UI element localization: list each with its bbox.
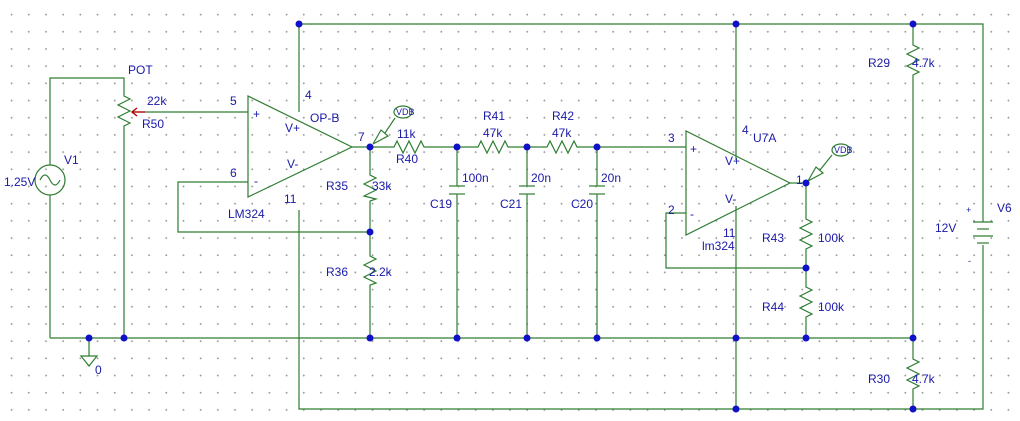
svg-text:V+: V+	[285, 121, 300, 135]
capacitor-c21: 20n C21	[500, 171, 551, 211]
svg-text:0: 0	[95, 363, 102, 377]
svg-text:33k: 33k	[372, 179, 392, 193]
svg-text:R40: R40	[396, 152, 418, 166]
resistor-r36: R36 2.2k	[326, 253, 393, 286]
svg-text:VDB: VDB	[834, 145, 853, 155]
resistor-r35: R35 33k	[326, 172, 392, 202]
svg-text:R42: R42	[552, 109, 574, 123]
svg-text:C19: C19	[430, 197, 452, 211]
svg-text:2: 2	[668, 203, 675, 217]
svg-text:6: 6	[230, 166, 237, 180]
svg-text:R30: R30	[868, 372, 890, 386]
resistor-r30: R30 4.7k	[868, 356, 936, 392]
svg-text:R29: R29	[868, 56, 890, 70]
svg-text:R35: R35	[326, 179, 348, 193]
resistor-r42: R42 47k	[543, 109, 580, 155]
junction-dots	[85, 20, 917, 413]
svg-text:20n: 20n	[601, 171, 621, 185]
svg-text:3: 3	[668, 131, 675, 145]
svg-text:4.7k: 4.7k	[912, 372, 936, 386]
resistor-r40: 11k R40	[390, 127, 428, 166]
voltage-source-v1: V1 1.25V	[4, 153, 79, 196]
svg-text:R50: R50	[142, 117, 164, 131]
svg-text:100k: 100k	[818, 231, 845, 245]
svg-text:47k: 47k	[552, 126, 572, 140]
svg-text:100k: 100k	[818, 300, 845, 314]
resistor-r29: R29 4.7k	[868, 42, 936, 78]
capacitor-c19: 100n C19	[430, 171, 489, 211]
svg-text:C21: C21	[500, 197, 522, 211]
svg-text:V+: V+	[725, 154, 740, 168]
potentiometer-r50: POT 22k R50	[116, 63, 167, 131]
svg-text:R44: R44	[762, 300, 784, 314]
svg-text:11: 11	[284, 192, 297, 206]
svg-text:22k: 22k	[147, 94, 167, 108]
svg-text:V-: V-	[725, 192, 736, 206]
resistor-r43: R43 100k	[762, 216, 845, 250]
wires	[49, 23, 984, 410]
voltage-probe-1: VDB	[372, 105, 415, 145]
svg-text:100n: 100n	[462, 171, 489, 185]
voltage-probe-2: VDB	[807, 143, 853, 182]
svg-text:POT: POT	[128, 63, 153, 77]
resistor-r41: R41 47k	[474, 109, 510, 155]
svg-text:C20: C20	[571, 197, 593, 211]
svg-text:7: 7	[358, 130, 365, 144]
svg-text:U7A: U7A	[753, 131, 776, 145]
svg-text:OP-B: OP-B	[310, 111, 339, 125]
svg-text:11: 11	[723, 226, 736, 240]
svg-text:-: -	[968, 256, 971, 266]
svg-text:5: 5	[230, 94, 237, 108]
battery-v6: V6 12V + -	[935, 201, 1012, 266]
svg-text:V6: V6	[997, 201, 1012, 215]
opamp-op-b: + - V+ V- 5 6 4 11 7 OP-B LM324	[228, 88, 365, 221]
svg-text:R41: R41	[483, 109, 505, 123]
svg-text:4: 4	[742, 123, 749, 137]
opamp-u7a: + - V+ V- 3 2 4 11 1 U7A lm324	[668, 123, 803, 253]
svg-text:1: 1	[796, 173, 803, 187]
svg-text:11k: 11k	[397, 127, 416, 141]
svg-text:R43: R43	[762, 231, 784, 245]
svg-text:+: +	[690, 142, 697, 156]
svg-text:20n: 20n	[531, 171, 551, 185]
svg-text:R36: R36	[326, 265, 348, 279]
svg-text:47k: 47k	[483, 126, 503, 140]
ground-symbol: 0	[79, 355, 102, 377]
svg-text:-: -	[254, 174, 258, 188]
svg-text:4: 4	[305, 88, 312, 102]
svg-text:LM324: LM324	[228, 207, 265, 221]
svg-text:V1: V1	[64, 153, 79, 167]
svg-text:lm324: lm324	[702, 239, 735, 253]
capacitor-c20: 20n C20	[571, 171, 621, 211]
svg-text:+: +	[966, 205, 971, 215]
svg-text:-: -	[690, 207, 694, 221]
svg-text:V-: V-	[287, 157, 298, 171]
svg-text:1.25V: 1.25V	[4, 175, 35, 189]
svg-text:12V: 12V	[935, 221, 956, 235]
svg-text:VDB: VDB	[396, 107, 415, 117]
svg-text:2.2k: 2.2k	[369, 265, 393, 279]
resistor-r44: R44 100k	[762, 284, 845, 318]
svg-text:4.7k: 4.7k	[912, 56, 936, 70]
svg-text:+: +	[253, 107, 260, 121]
